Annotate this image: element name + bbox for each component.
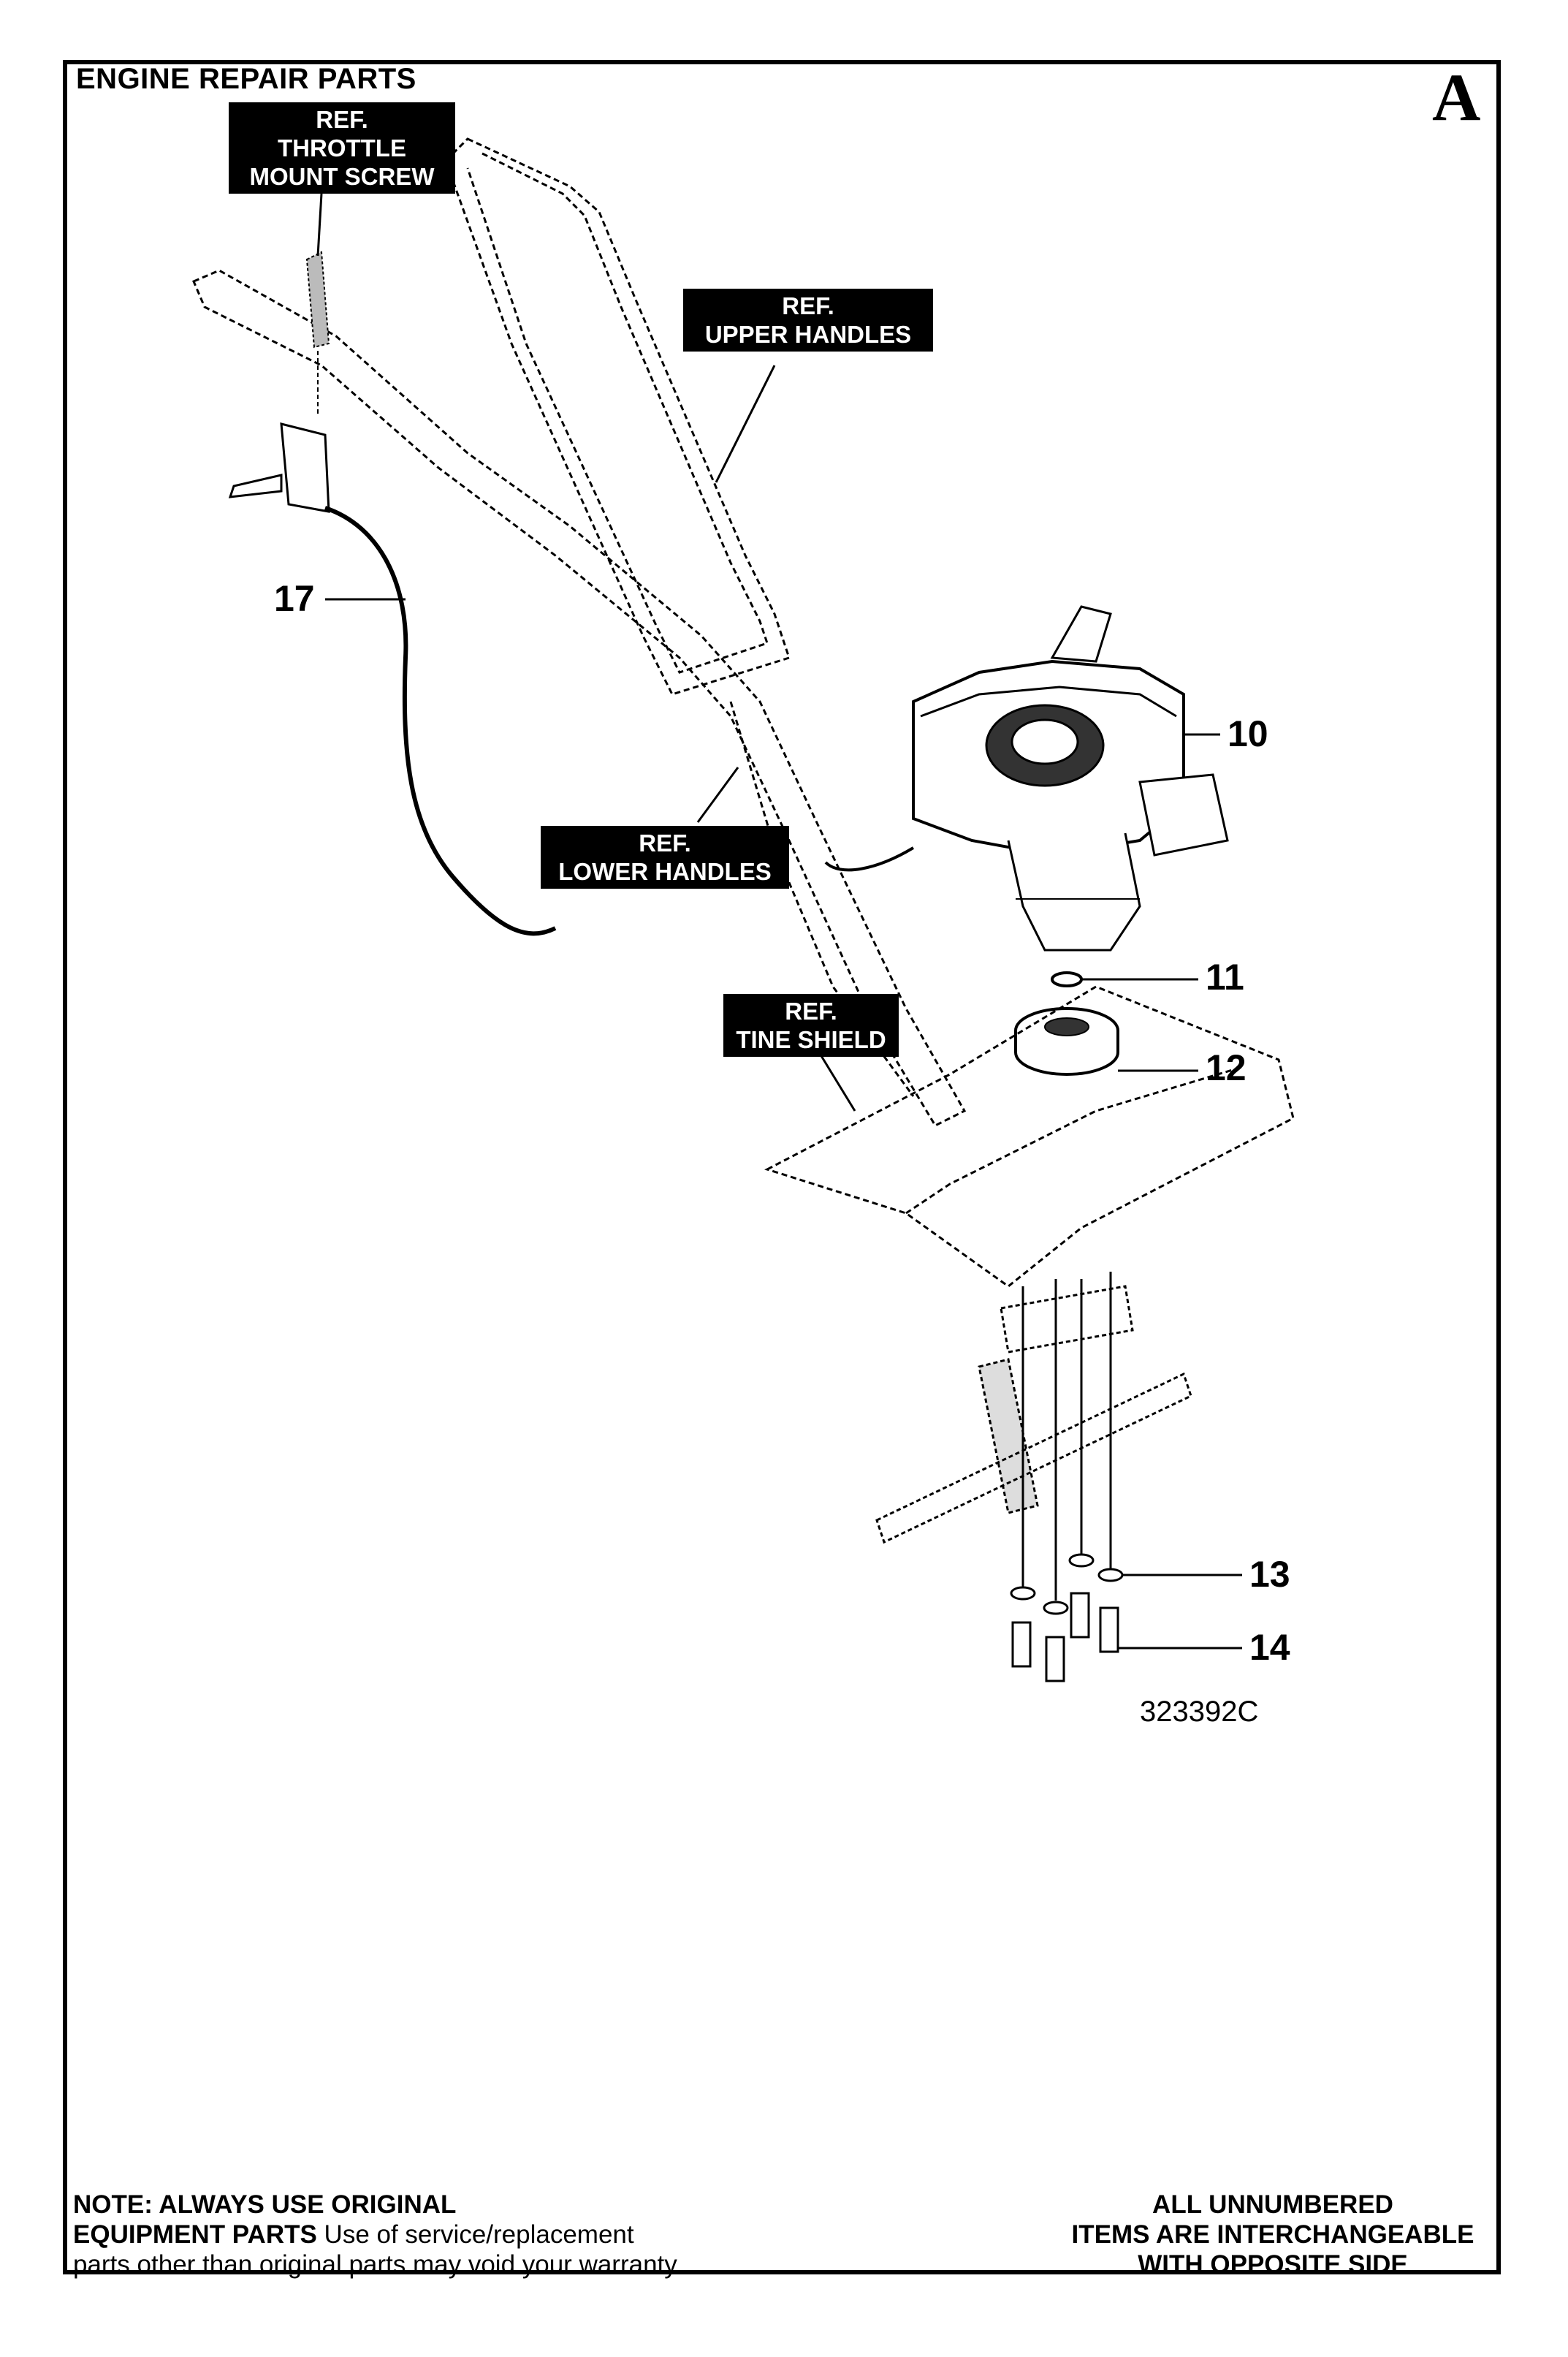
note-heading: NOTE: ALWAYS USE ORIGINAL [73,2190,457,2219]
page-border [63,60,1501,2274]
tine-assembly-drawing [875,1285,1192,1544]
tine-shield-drawing [764,985,1295,1288]
section-letter: A [1432,60,1481,134]
interchangeable-line: ITEMS ARE INTERCHANGEABLE [1071,2220,1474,2249]
note-text: Use of service/replacement [316,2220,634,2249]
throttle-mount-screw-drawing [305,251,330,417]
ref-line: REF. [316,106,368,133]
upper-handles-drawing [444,137,791,696]
part-number-11: 11 [1206,957,1244,998]
ref-line: REF. [639,830,691,857]
ref-tine-shield-label: REF. TINE SHIELD [723,994,899,1057]
ref-line: THROTTLE [278,134,406,162]
washer-11-drawing [1051,971,1083,987]
ref-line: REF. [782,292,834,319]
part-number-12: 12 [1206,1047,1247,1088]
part-number-17: 17 [274,578,315,619]
note-warranty-text: parts other than original parts may void… [73,2250,682,2279]
note-emphasis: EQUIPMENT PARTS [73,2220,317,2249]
interchangeable-line: ALL UNNUMBERED [1152,2190,1393,2219]
ref-lower-handles-label: REF. LOWER HANDLES [541,826,789,889]
part-number-13: 13 [1249,1554,1290,1595]
throttle-cable-drawing [324,506,557,936]
leader-lines [316,193,1242,1650]
ref-line: MOUNT SCREW [249,163,435,190]
engine-drawing [824,605,1229,952]
drawing-number: 323392C [1140,1696,1259,1728]
ref-line: UPPER HANDLES [704,321,912,348]
ref-upper-handles-label: REF. UPPER HANDLES [683,289,933,352]
bolts-washers-drawing [1010,1272,1124,1682]
ref-line: LOWER HANDLES [558,858,772,885]
part-number-10: 10 [1228,713,1268,754]
part-12-drawing [1014,1007,1119,1076]
ref-line: TINE SHIELD [736,1026,886,1053]
footer-note: NOTE: ALWAYS USE ORIGINAL EQUIPMENT PART… [73,2190,682,2280]
page-title: ENGINE REPAIR PARTS [76,63,416,95]
throttle-control-drawing [228,422,330,513]
part-number-14: 14 [1249,1627,1290,1668]
interchangeable-note: ALL UNNUMBERED ITEMS ARE INTERCHANGEABLE… [1054,2190,1492,2280]
ref-line: REF. [785,998,837,1025]
interchangeable-line: WITH OPPOSITE SIDE [1138,2250,1408,2279]
ref-throttle-mount-screw-label: REF. THROTTLE MOUNT SCREW [229,102,455,194]
